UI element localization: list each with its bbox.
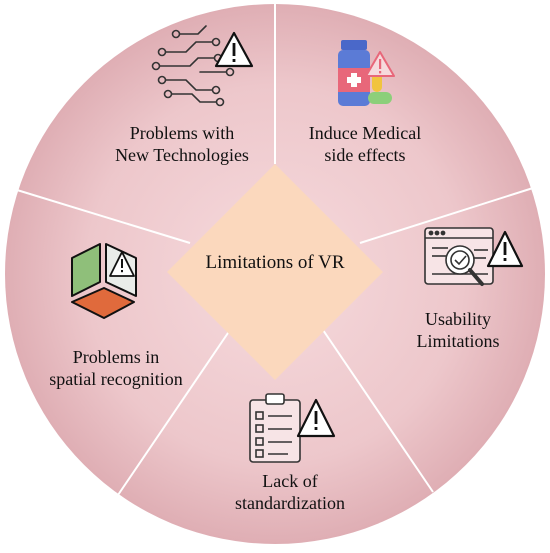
segment-label-standardization: Lack of standardization (235, 471, 345, 513)
center-diamond (167, 164, 383, 380)
center-title: Limitations of VR (205, 252, 345, 273)
divider-right (359, 187, 534, 244)
usability-warning-triangle-icon (486, 230, 524, 268)
circuit-warning-triangle-icon (214, 31, 254, 68)
medicine-warning-icon (338, 40, 395, 106)
segment-label-new-technologies: Problems with New Technologies (115, 123, 249, 165)
segment-label-medical-side-effects: Induce Medical side effects (308, 123, 422, 165)
circuit-warning-icon (151, 25, 235, 107)
divider-left (16, 189, 191, 244)
divider-bottom-right (322, 329, 434, 493)
cube-warning-icon (71, 243, 137, 319)
cube-warning-triangle-icon (109, 251, 135, 277)
segment-dividers (16, 4, 534, 496)
browser-search-warning-icon (424, 227, 494, 286)
checklist-warning-triangle-icon (296, 398, 336, 438)
segment-label-usability: Usability Limitations (416, 309, 500, 351)
segment-label-spatial-recognition: Problems in spatial recognition (49, 347, 183, 389)
divider-bottom-left (117, 329, 231, 496)
checklist-warning-icon (249, 393, 301, 463)
